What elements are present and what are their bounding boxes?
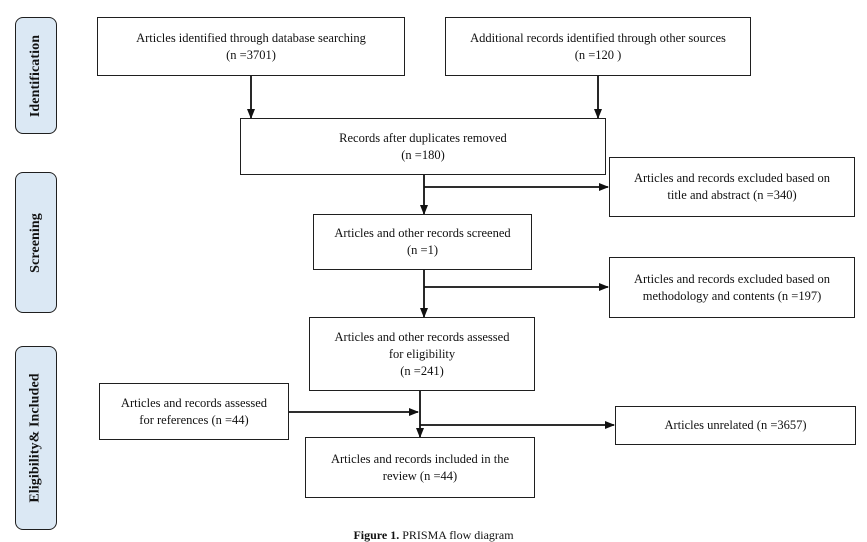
- box-other-sources-line1: Additional records identified through ot…: [470, 30, 726, 45]
- box-assessed-references: Articles and records assessed for refere…: [99, 383, 289, 440]
- box-assessed-eligibility-line3: (n =241): [400, 363, 444, 378]
- figure-caption-prefix: Figure 1.: [353, 528, 400, 542]
- box-unrelated-line1: Articles unrelated (n =3657): [664, 418, 807, 432]
- stage-identification: Identification: [15, 17, 57, 134]
- box-unrelated: Articles unrelated (n =3657): [615, 406, 856, 445]
- box-other-sources-line2: (n =120 ): [574, 47, 622, 62]
- box-included-line2: review (n =44): [382, 468, 458, 483]
- box-assessed-references-line1: Articles and records assessed: [120, 395, 268, 410]
- box-after-duplicates: Records after duplicates removed (n =180…: [240, 118, 606, 175]
- box-assessed-eligibility: Articles and other records assessed for …: [309, 317, 535, 391]
- box-included-line1: Articles and records included in the: [330, 451, 510, 466]
- box-database-search: Articles identified through database sea…: [97, 17, 405, 76]
- figure-caption: Figure 1. PRISMA flow diagram: [0, 528, 867, 542]
- figure-caption-text: PRISMA flow diagram: [402, 528, 514, 542]
- box-assessed-references-line2: for references (n =44): [139, 412, 249, 427]
- box-excluded-title-abstract-line2: title and abstract (n =340): [667, 188, 797, 202]
- box-excluded-methodology: Articles and records excluded based on m…: [609, 257, 855, 318]
- stage-eligibility-included: Eligibility& Included: [15, 346, 57, 530]
- box-excluded-title-abstract-line1: Articles and records excluded based on: [633, 171, 831, 185]
- box-screened: Articles and other records screened (n =…: [313, 214, 532, 270]
- box-assessed-eligibility-line1: Articles and other records assessed: [334, 329, 510, 344]
- box-excluded-methodology-line2: methodology and contents (n =197): [642, 288, 822, 303]
- stage-screening: Screening: [15, 172, 57, 313]
- box-assessed-eligibility-line2: for eligibility: [388, 346, 456, 361]
- box-screened-line2: (n =1): [407, 243, 438, 257]
- box-excluded-methodology-line1: Articles and records excluded based on: [633, 271, 831, 286]
- box-screened-line1: Articles and other records screened: [334, 226, 511, 240]
- box-other-sources: Additional records identified through ot…: [445, 17, 751, 76]
- box-database-search-line2: (n =3701): [226, 47, 276, 62]
- box-database-search-line1: Articles identified through database sea…: [136, 30, 366, 45]
- box-after-duplicates-line1: Records after duplicates removed: [339, 130, 507, 145]
- box-excluded-title-abstract: Articles and records excluded based on t…: [609, 157, 855, 217]
- box-after-duplicates-line2: (n =180): [401, 147, 445, 162]
- box-included: Articles and records included in the rev…: [305, 437, 535, 498]
